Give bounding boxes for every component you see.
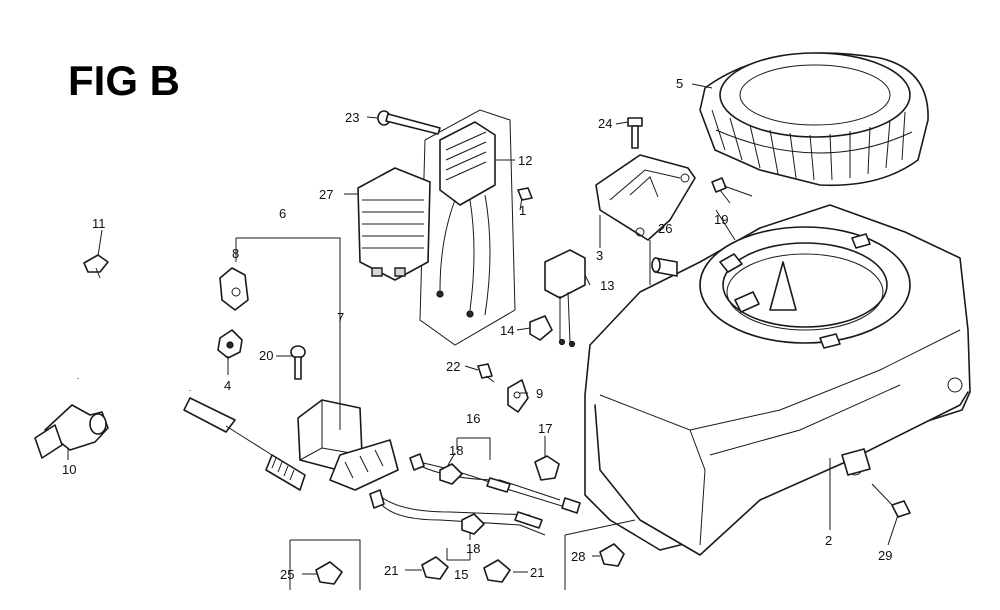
callout-21a: 21 [384,563,398,578]
callout-28: 28 [571,549,585,564]
clip-8 [219,267,249,311]
callout-29: 29 [878,548,892,563]
callout-6: 6 [279,206,286,221]
dome-cover [699,52,929,187]
clip-28 [599,543,625,567]
nut-1 [517,187,533,201]
clip-14 [529,315,553,341]
callout-2: 2 [825,533,832,548]
clip-25 [315,561,343,585]
callout-16: 16 [466,411,480,426]
callout-labels: 1 2 3 4 5 6 7 8 9 10 11 12 13 14 15 16 1… [62,76,892,582]
callout-21b: 21 [530,565,544,580]
figure-title: FIG B [68,57,180,104]
callout-14: 14 [500,323,514,338]
callout-18a: 18 [449,443,463,458]
clip-18-lower [461,513,485,535]
callout-20: 20 [259,348,273,363]
plug-cap-cable [34,314,273,459]
rectifier-assembly [419,109,516,346]
clip-17 [534,455,560,481]
bolt-19 [711,177,753,197]
rectifier-block [357,167,431,281]
bolt-23 [377,110,441,135]
callout-22: 22 [446,359,460,374]
callout-1: 1 [519,203,526,218]
callout-8: 8 [232,246,239,261]
group-bracket-16 [456,437,491,460]
wire-harness-15 [369,489,546,536]
box-28 [564,519,636,590]
callout-25: 25 [280,567,294,582]
callout-4: 4 [224,378,231,393]
callout-10: 10 [62,462,76,477]
clip-11 [83,254,109,279]
callout-9: 9 [536,386,543,401]
pin-26 [651,257,678,277]
callout-11: 11 [92,216,106,231]
callout-15: 15 [454,567,468,582]
callout-26: 26 [658,221,672,236]
fan-shroud [584,204,971,556]
callout-12: 12 [518,153,532,168]
callout-19: 19 [714,212,728,227]
callout-5: 5 [676,76,683,91]
callout-17: 17 [538,421,552,436]
callout-3: 3 [596,248,603,263]
screw-22 [477,363,495,383]
clip-18-upper [439,463,463,485]
clip-21-right [483,559,511,583]
callout-27: 27 [319,187,333,202]
bracket [595,154,696,241]
group-bracket-15 [446,548,471,561]
bolt-29 [871,483,911,518]
plate-9 [507,379,529,413]
box-25 [289,539,361,590]
callout-7: 7 [337,310,344,325]
callout-18b: 18 [466,541,480,556]
bolt-20 [290,345,306,380]
callout-23: 23 [345,110,359,125]
callout-24: 24 [598,116,612,131]
callout-13: 13 [600,278,614,293]
bolt-24 [627,117,643,149]
clip-21-left [421,556,449,580]
grommet-4 [217,329,243,359]
group-bracket-6 [236,237,341,430]
wire-harness-16 [409,453,581,514]
switch-13 [544,249,586,348]
ignition-coil [265,399,399,491]
leader-lines [67,83,899,575]
